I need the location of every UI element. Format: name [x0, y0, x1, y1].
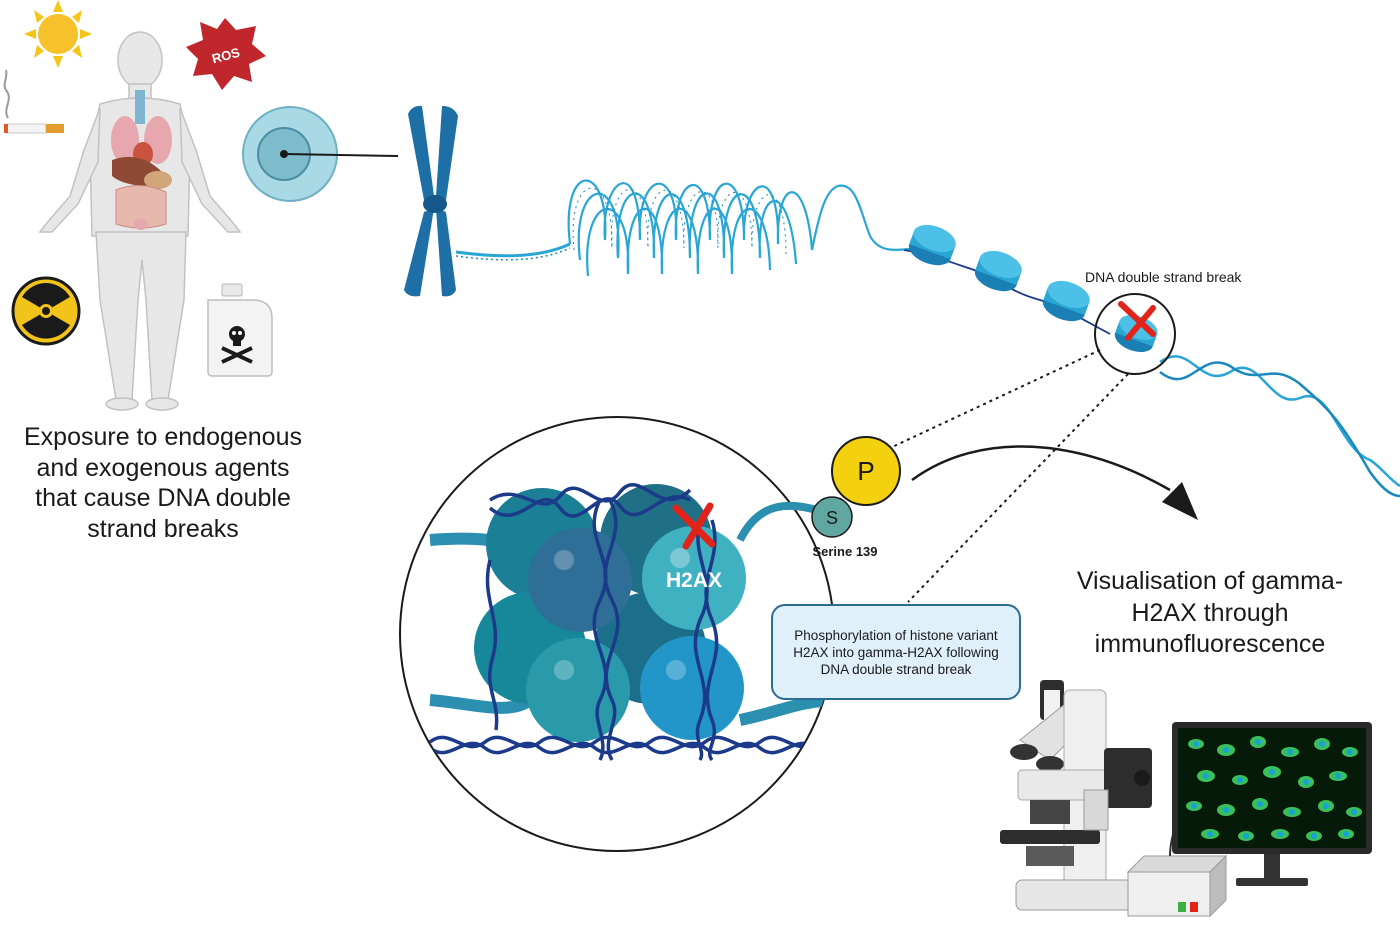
exposure-caption: Exposure to endogenous and exogenous age…: [24, 423, 302, 543]
visualisation-caption: Visualisation of gamma-H2AX through immu…: [1076, 567, 1344, 658]
chromosome: [404, 105, 458, 297]
toxic-chemical-jug-icon: [207, 283, 273, 377]
control-box: [1126, 789, 1228, 918]
double-helix-strand: [1159, 355, 1400, 498]
radiation-icon: [11, 276, 81, 346]
sun-icon: [24, 0, 92, 68]
ros-burst-icon: ROS: [186, 18, 266, 90]
phosphate-group: P: [831, 436, 901, 506]
process-arrow: [911, 445, 1198, 520]
phosphorylation-callout: Phosphorylation of histone variant H2AX …: [771, 604, 1021, 700]
callout-text: Phosphorylation of histone variant H2AX …: [793, 627, 999, 677]
human-body-figure: [38, 31, 242, 411]
nucleosomes-on-fiber: [908, 224, 1158, 353]
serine-label: Serine 139: [812, 544, 878, 559]
zoom-connector-lines: [889, 349, 1129, 603]
dsb-label: DNA double strand break: [1085, 269, 1242, 285]
svg-text:H2AX: H2AX: [666, 569, 722, 592]
break-highlight-circle: [1094, 293, 1176, 375]
svg-text:ROS: ROS: [210, 45, 241, 67]
svg-text:P: P: [857, 456, 874, 486]
monitor-with-immunofluorescence: [1172, 722, 1372, 886]
cell-with-nucleus: [242, 106, 399, 202]
fluorescence-microscope: [1000, 680, 1152, 911]
cigarette-icon: [3, 69, 64, 134]
svg-text:S: S: [826, 508, 838, 528]
serine-residue: S: [811, 496, 853, 538]
